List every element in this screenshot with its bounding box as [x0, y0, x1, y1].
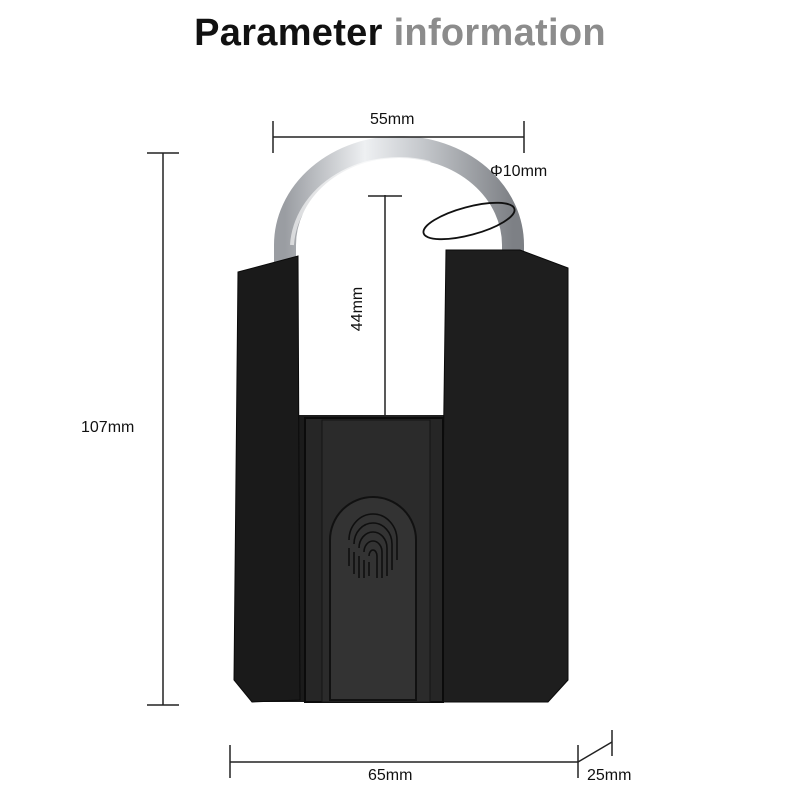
dimension-total-height	[147, 152, 179, 706]
lock-right-face	[439, 249, 569, 703]
shackle-highlight	[290, 157, 431, 246]
label-body-depth: 25mm	[587, 767, 632, 784]
title-part-2: information	[393, 12, 606, 54]
title-part-1: Parameter	[194, 12, 383, 54]
dimension-body-depth	[577, 730, 613, 763]
label-shackle-width: 55mm	[370, 111, 415, 128]
lock-left-face	[233, 255, 301, 703]
label-total-height: 107mm	[81, 419, 135, 436]
shackle	[274, 136, 524, 262]
dimension-shackle-width	[272, 121, 525, 153]
label-shackle-height: 44mm	[349, 286, 367, 332]
label-body-width: 65mm	[368, 767, 413, 784]
fingerprint-pad	[329, 496, 417, 701]
dimension-shackle-diameter-ring	[422, 201, 516, 241]
page-title: Parameter information	[0, 12, 800, 55]
label-shackle-diameter: Φ10mm	[490, 163, 548, 180]
fingerprint-icon	[348, 513, 398, 578]
